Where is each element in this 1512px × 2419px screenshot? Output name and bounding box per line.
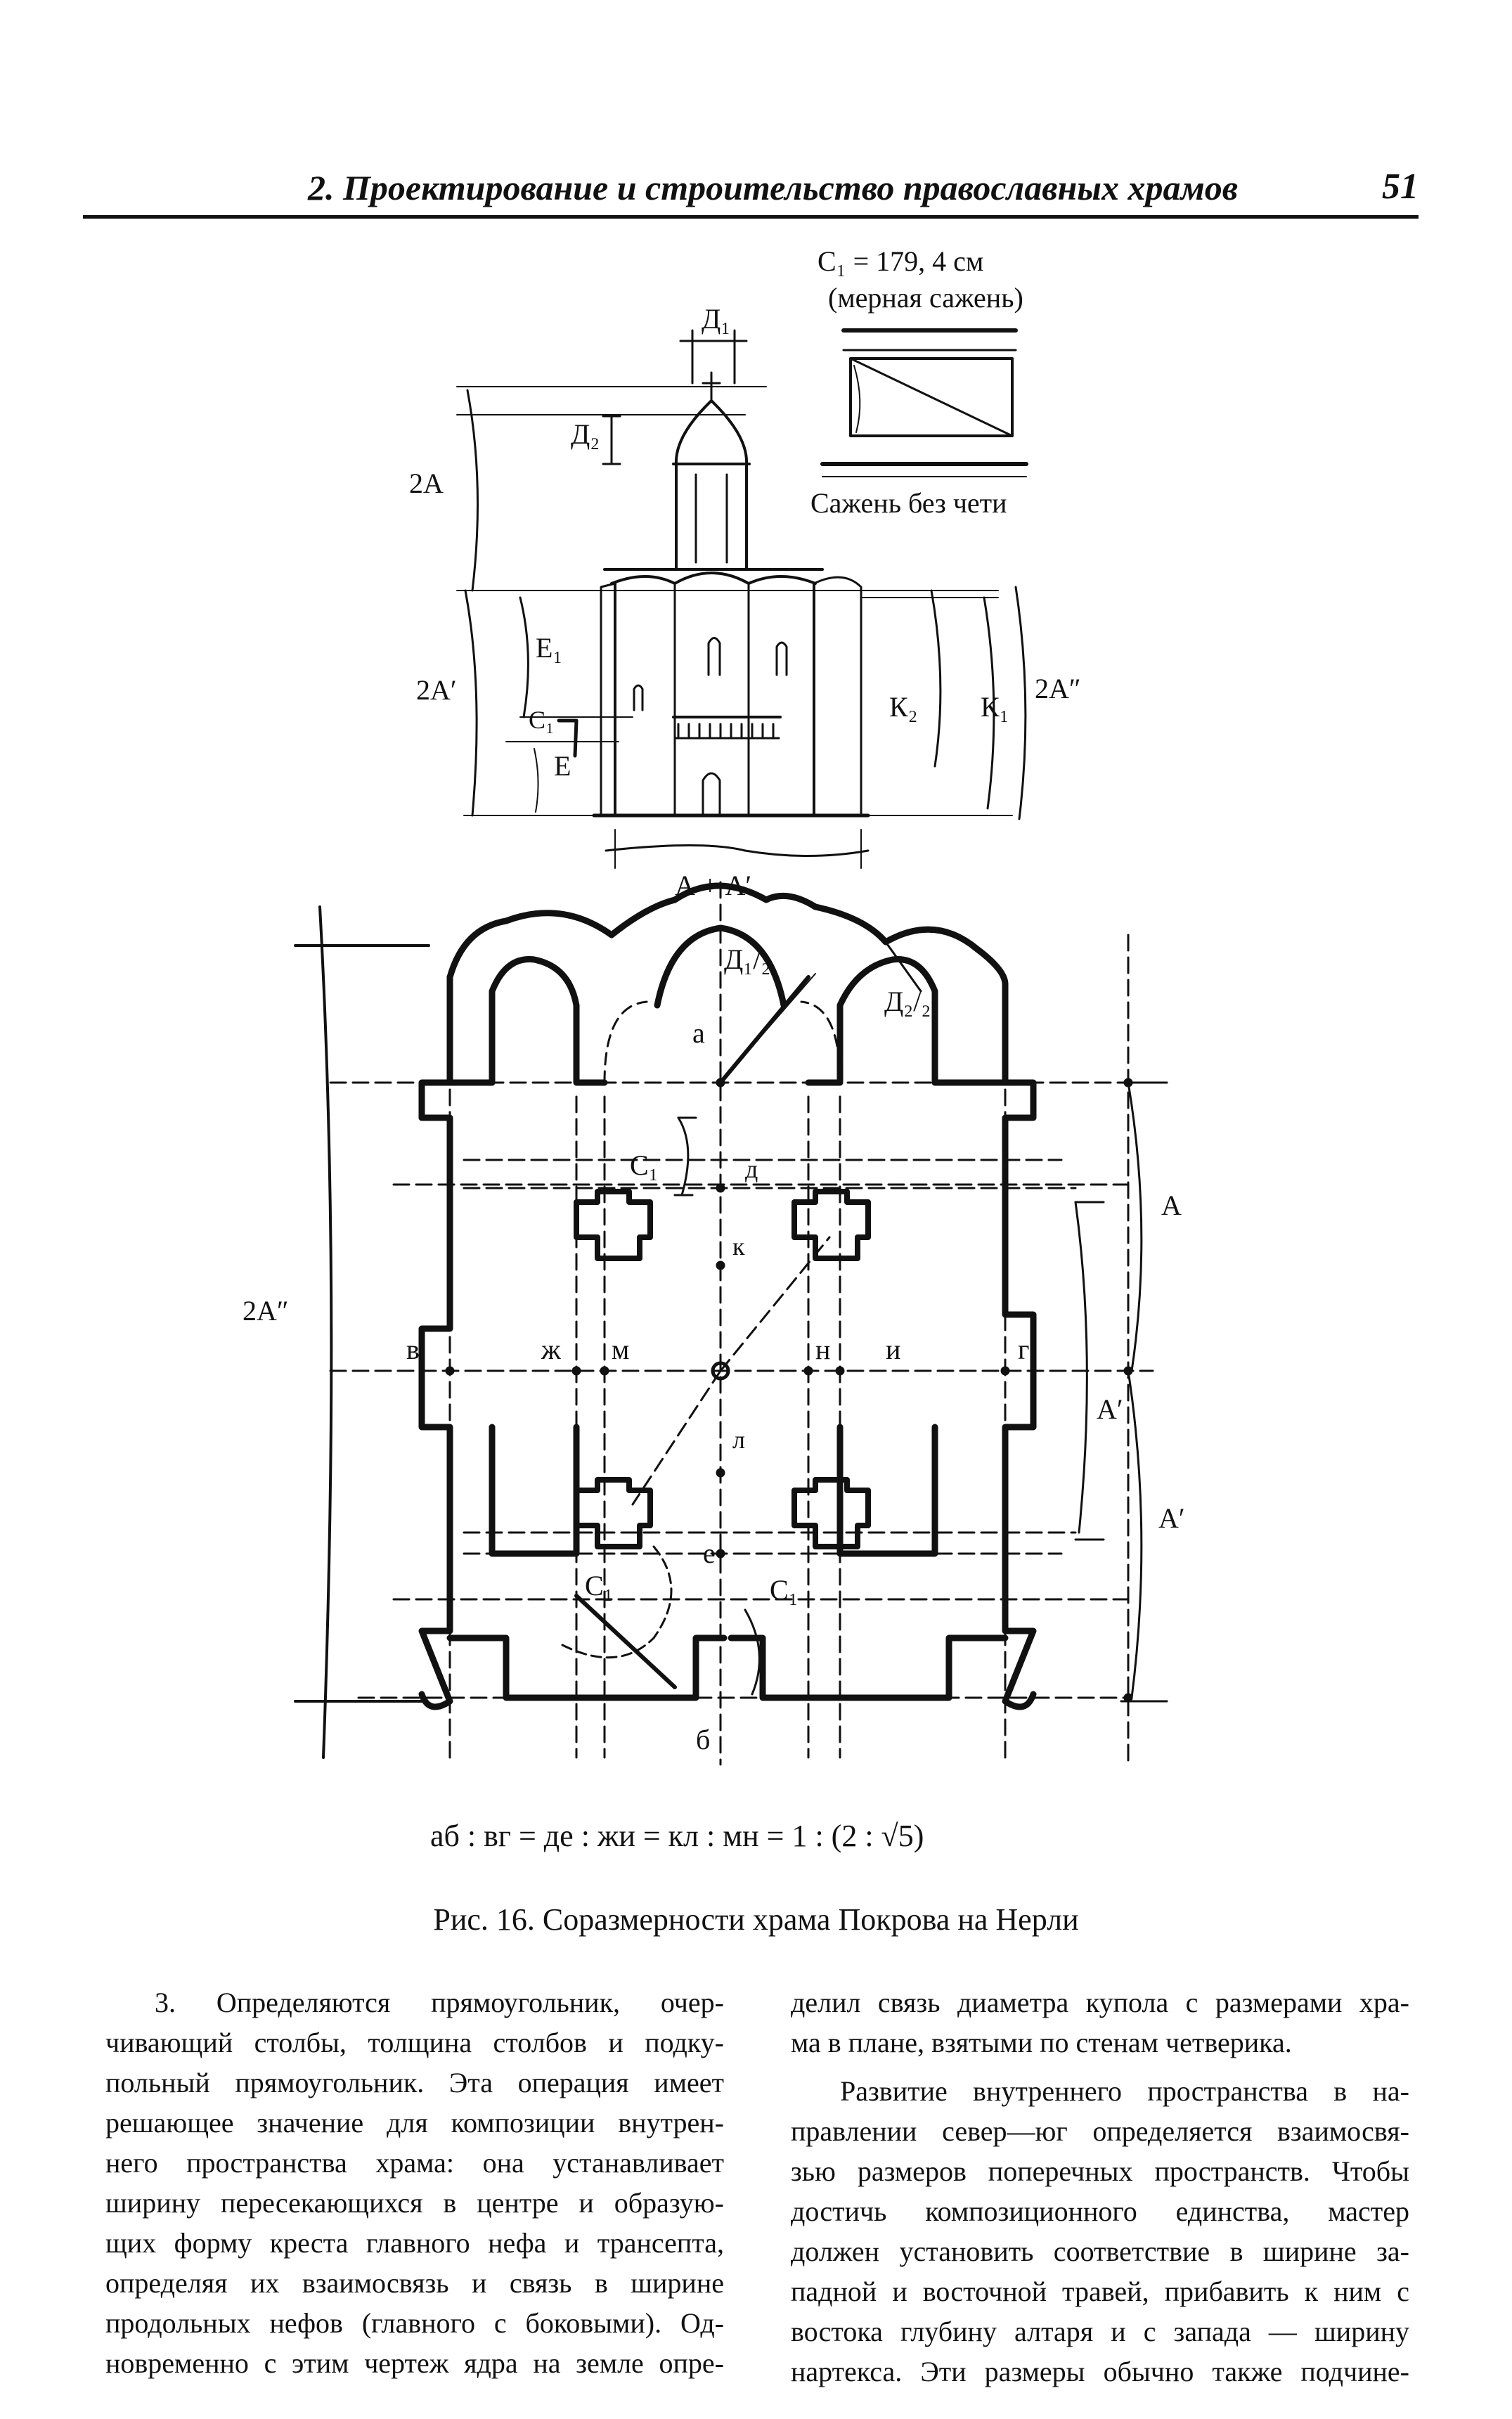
label-2a-double: 2А″ xyxy=(1035,673,1081,704)
text-line: Развитие внутреннего пространства в на- xyxy=(840,2075,1409,2107)
point-l: л xyxy=(732,1426,745,1454)
point-g: г xyxy=(1018,1334,1030,1365)
text-line: ширину пересекающихся в центре и образую… xyxy=(105,2187,724,2219)
pillars xyxy=(574,1189,871,1549)
left-column: 3. Определяются прямоугольник, очер- чив… xyxy=(105,1982,724,2383)
point-v: в xyxy=(406,1334,420,1365)
point-k: к xyxy=(732,1232,745,1260)
page-header: 2. Проектирование и строительство правос… xyxy=(83,163,1419,219)
label-c1-bottom-right: С₁ xyxy=(770,1574,799,1606)
point-e: е xyxy=(703,1537,716,1569)
page-number: 51 xyxy=(1382,167,1419,207)
text-line: нартекса. Эти размеры обычно также подчи… xyxy=(791,2356,1409,2387)
label-d1-half: Д₁/₂ xyxy=(724,943,771,975)
label-e: Е xyxy=(554,750,571,782)
point-m: м xyxy=(612,1334,630,1365)
text-line: падной и восточной травей, прибавить к н… xyxy=(791,2276,1409,2307)
figure-16: С₁ = 179, 4 см (мерная сажень) Сажень бе… xyxy=(0,232,1512,1877)
label-a-plus-a: А + А′ xyxy=(675,870,752,901)
text-line: решающее значение для композиции внутрен… xyxy=(105,2107,724,2139)
text-line: ма в плане, взятыми по стенам четверика. xyxy=(791,2027,1292,2058)
facade-elevation xyxy=(456,329,1027,869)
point-n: н xyxy=(815,1334,831,1365)
label-a: А xyxy=(1161,1189,1182,1221)
text-line: новременно с этим чертеж ядра на земле о… xyxy=(105,2347,724,2379)
floor-plan xyxy=(294,881,1168,1766)
text-line: определяя их взаимосвязь и связь в ширин… xyxy=(105,2267,724,2299)
text-line: польный прямоугольник. Эта операция имее… xyxy=(105,2067,724,2098)
label-e1: Е₁ xyxy=(536,632,563,664)
body-text: 3. Определяются прямоугольник, очер- чив… xyxy=(105,1982,1409,2387)
figure-drawing xyxy=(294,328,1168,1766)
label-c1-small: С₁ xyxy=(529,706,555,734)
point-i: и xyxy=(886,1334,901,1365)
measure-value: С₁ = 179, 4 см xyxy=(818,245,984,277)
right-column: делил связь диаметра купола с размерами … xyxy=(791,1982,1409,2392)
sazhen-diagram xyxy=(820,328,1028,477)
measure-name: (мерная сажень) xyxy=(828,282,1023,314)
text-line: делил связь диаметра купола с размерами … xyxy=(791,1987,1409,2018)
label-d2: Д₂ xyxy=(571,418,600,450)
label-k1: К₁ xyxy=(981,691,1009,723)
label-2a-double-plan: 2А″ xyxy=(243,1295,289,1327)
label-2a: 2А xyxy=(409,467,444,499)
label-c1-top: С₁ xyxy=(630,1149,659,1181)
label-c1-bottom-left: С₁ xyxy=(585,1570,614,1601)
figure-caption: Рис. 16. Соразмерности храма Покрова на … xyxy=(433,1902,1079,1937)
text-line: правлении север—юг определяется взаимосв… xyxy=(791,2115,1409,2147)
text-line: достичь композиционного единства, мастер xyxy=(791,2195,1409,2227)
paragraph-gap xyxy=(791,2063,1409,2071)
text-line: продольных нефов (главного с боковыми). … xyxy=(105,2307,724,2339)
text-line: зью размеров поперечных пространств. Что… xyxy=(791,2155,1409,2187)
header-rule xyxy=(83,215,1419,219)
label-a-prime-1: А′ xyxy=(1097,1393,1123,1425)
text-line: востока глубину алтаря и с запада — шири… xyxy=(791,2316,1409,2347)
label-2a-prime: 2А′ xyxy=(416,674,457,706)
label-a-prime-2: А′ xyxy=(1158,1502,1185,1534)
proportion-formula: аб : вг = де : жи = кл : мн = 1 : (2 : √… xyxy=(430,1819,924,1853)
text-line: должен установить соответствие в ширине … xyxy=(791,2236,1409,2267)
point-a: а xyxy=(692,1017,705,1049)
point-zh: ж xyxy=(541,1334,561,1365)
point-b: б xyxy=(696,1724,711,1755)
label-d2-half: Д₂/₂ xyxy=(884,986,931,1017)
text-line: щих форму креста главного нефа и трансеп… xyxy=(105,2227,724,2259)
sazhen-label: Сажень без чети xyxy=(810,487,1007,519)
text-line: чивающий столбы, толщина столбов и подку… xyxy=(105,2027,724,2058)
text-line: него пространства храма: она устанавлива… xyxy=(105,2147,724,2179)
label-k2: К₂ xyxy=(889,691,918,723)
text-line: 3. Определяются прямоугольник, очер- xyxy=(155,1987,724,2018)
point-d: д xyxy=(745,1155,758,1183)
label-d1: Д₁ xyxy=(702,303,731,335)
running-title: 2. Проектирование и строительство правос… xyxy=(308,168,1239,207)
